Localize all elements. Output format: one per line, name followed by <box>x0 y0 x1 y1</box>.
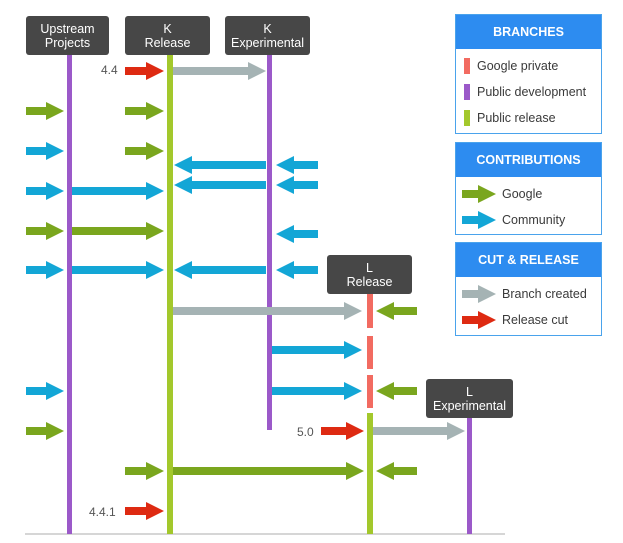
community-arrow-to-l-release <box>272 341 362 359</box>
branch-created-arrow-k-experimental <box>173 62 266 80</box>
lane-l-release-private-1 <box>367 294 373 328</box>
community-arrow-upstream-to-k-release <box>72 182 164 200</box>
branch-created-arrow-l-experimental <box>373 422 465 440</box>
legend-item-community: Community <box>456 207 601 233</box>
gray-arrow-icon <box>462 285 496 303</box>
legend-item-public-development: Public development <box>456 79 601 105</box>
legend-branches-title: BRANCHES <box>456 15 601 49</box>
legend-cut-release-title: CUT & RELEASE <box>456 243 601 277</box>
community-arrow-upstream <box>26 142 64 160</box>
google-arrow-k-release <box>125 142 164 160</box>
release-cut-arrow-4-4-1 <box>125 502 164 520</box>
google-arrow-to-l-release <box>376 462 417 480</box>
version-label-4-4: 4.4 <box>101 63 118 77</box>
community-arrow-to-k-experimental <box>276 156 318 174</box>
green-arrow-icon <box>462 185 496 203</box>
legend-contributions: CONTRIBUTIONS Google Community <box>455 142 602 235</box>
google-arrow-k-release <box>125 462 164 480</box>
community-arrow-to-l-release <box>272 382 362 400</box>
header-k-release: K Release <box>125 16 210 55</box>
google-arrow-k-release-to-l-release <box>173 462 364 480</box>
lane-l-experimental <box>467 418 472 534</box>
header-upstream-projects: Upstream Projects <box>26 16 109 55</box>
lane-k-release <box>167 55 173 534</box>
google-arrow-to-l-release <box>376 302 417 320</box>
version-label-5-0: 5.0 <box>297 425 314 439</box>
lane-upstream-projects <box>67 55 72 534</box>
header-k-experimental: K Experimental <box>225 16 310 55</box>
header-l-experimental: L Experimental <box>426 379 513 418</box>
lane-l-release-public <box>367 413 373 534</box>
community-arrow-to-k-experimental <box>276 176 318 194</box>
community-arrow-to-k-experimental <box>276 261 318 279</box>
google-arrow-upstream <box>26 422 64 440</box>
community-arrow-upstream-to-k-release <box>72 261 164 279</box>
google-arrow-upstream-to-k-release <box>72 222 164 240</box>
lane-k-experimental <box>267 55 272 430</box>
google-arrow-to-l-release <box>376 382 417 400</box>
community-arrow-to-k-release <box>174 261 266 279</box>
public-release-swatch <box>464 110 470 126</box>
release-cut-arrow-5-0 <box>321 422 364 440</box>
legend-contributions-title: CONTRIBUTIONS <box>456 143 601 177</box>
legend-item-public-release: Public release <box>456 105 601 131</box>
red-arrow-icon <box>462 311 496 329</box>
blue-arrow-icon <box>462 211 496 229</box>
google-private-swatch <box>464 58 470 74</box>
branch-lanes <box>67 55 472 534</box>
lane-l-release-private-2 <box>367 336 373 369</box>
flow-arrows <box>26 62 465 520</box>
legend-item-release-cut: Release cut <box>456 307 601 333</box>
legend-item-google-private: Google private <box>456 53 601 79</box>
community-arrow-to-k-experimental <box>276 225 318 243</box>
google-arrow-upstream <box>26 102 64 120</box>
legend-cut-release: CUT & RELEASE Branch created Release cut <box>455 242 602 336</box>
community-arrow-to-k-release <box>174 176 266 194</box>
community-arrow-to-k-release <box>174 156 266 174</box>
legend-branches: BRANCHES Google private Public developme… <box>455 14 602 134</box>
legend-item-branch-created: Branch created <box>456 281 601 307</box>
community-arrow-upstream <box>26 382 64 400</box>
release-cut-arrow-4-4 <box>125 62 164 80</box>
legend-item-google: Google <box>456 181 601 207</box>
branch-created-arrow-l-release <box>173 302 362 320</box>
lane-l-release-private-3 <box>367 375 373 408</box>
version-label-4-4-1: 4.4.1 <box>89 505 116 519</box>
google-arrow-upstream <box>26 222 64 240</box>
header-l-release: L Release <box>327 255 412 294</box>
community-arrow-upstream <box>26 182 64 200</box>
public-development-swatch <box>464 84 470 100</box>
google-arrow-k-release <box>125 102 164 120</box>
community-arrow-upstream <box>26 261 64 279</box>
